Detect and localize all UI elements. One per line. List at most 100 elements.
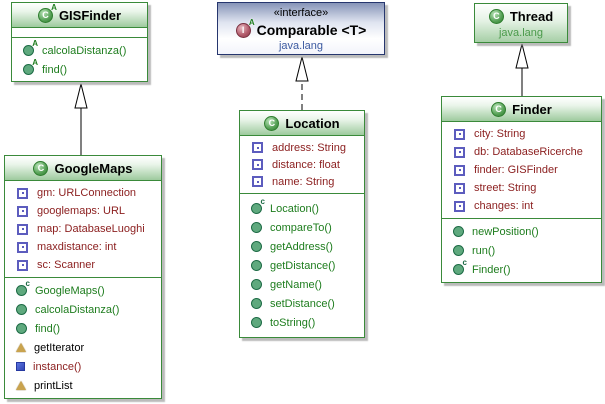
method-icon: [251, 317, 262, 328]
method-icon: [251, 279, 262, 290]
abstract-superscript: A: [51, 2, 57, 12]
field-row[interactable]: sc: Scanner: [5, 256, 161, 274]
class-icon: C: [33, 160, 49, 176]
field-icon: [252, 176, 263, 187]
method-label: find(): [35, 322, 61, 335]
field-row[interactable]: address: String: [240, 139, 364, 156]
member-label: printList: [34, 379, 73, 392]
interface-title: Comparable <T>: [256, 22, 367, 38]
class-title: GoogleMaps: [54, 160, 133, 176]
method-label: Finder(): [472, 263, 511, 276]
class-title: GISFinder: [58, 7, 122, 23]
method-row[interactable]: getIterator: [5, 338, 161, 357]
square-member-icon: [16, 362, 25, 371]
edge-location-implements-comparable: [295, 56, 309, 110]
method-row[interactable]: getAddress(): [240, 237, 364, 256]
interface-node-comparable[interactable]: «interface» I A Comparable <T> java.lang: [217, 2, 385, 55]
fields-compartment-empty: [12, 28, 147, 38]
method-row[interactable]: toString(): [240, 313, 364, 332]
method-label: calcolaDistanza(): [35, 303, 120, 316]
field-row[interactable]: street: String: [442, 179, 601, 197]
class-node-gisfinder[interactable]: C A GISFinder A calcolaDistanza() A find…: [11, 2, 148, 82]
abstract-superscript: A: [248, 17, 255, 27]
package-label: java.lang: [498, 27, 544, 39]
method-row[interactable]: calcolaDistanza(): [5, 300, 161, 319]
field-row[interactable]: gm: URLConnection: [5, 184, 161, 202]
field-icon: [17, 223, 28, 235]
class-node-finder[interactable]: C Finder city: String db: DatabaseRicerc…: [441, 96, 602, 283]
field-row[interactable]: finder: GISFinder: [442, 161, 601, 179]
method-row[interactable]: getName(): [240, 275, 364, 294]
triangle-member-icon: [16, 343, 26, 352]
fields-compartment: address: String distance: float name: St…: [240, 136, 364, 194]
triangle-member-icon: [16, 381, 26, 390]
field-label: gm: URLConnection: [37, 187, 137, 199]
class-icon-glyph: C: [42, 9, 49, 20]
method-label: Location(): [270, 202, 319, 215]
field-row[interactable]: maxdistance: int: [5, 238, 161, 256]
field-label: finder: GISFinder: [474, 164, 558, 176]
class-node-thread[interactable]: C Thread java.lang: [474, 3, 568, 43]
method-label: GoogleMaps(): [35, 284, 105, 297]
method-label: newPosition(): [472, 225, 539, 238]
field-icon: [454, 182, 465, 194]
method-row[interactable]: setDistance(): [240, 294, 364, 313]
method-label: getName(): [270, 278, 322, 291]
method-icon: [251, 260, 262, 271]
field-row[interactable]: city: String: [442, 125, 601, 143]
field-row[interactable]: distance: float: [240, 156, 364, 173]
method-row[interactable]: c Finder(): [442, 258, 601, 279]
class-header-gisfinder: C A GISFinder: [12, 3, 147, 28]
method-row[interactable]: A find(): [12, 58, 147, 79]
method-row[interactable]: run(): [442, 241, 601, 260]
method-label: getDistance(): [270, 259, 336, 272]
method-row[interactable]: c GoogleMaps(): [5, 279, 161, 300]
field-row[interactable]: googlemaps: URL: [5, 202, 161, 220]
field-row[interactable]: db: DatabaseRicerche: [442, 143, 601, 161]
class-node-googlemaps[interactable]: C GoogleMaps gm: URLConnection googlemap…: [4, 155, 162, 399]
constructor-superscript: c: [260, 197, 265, 206]
methods-compartment: newPosition() run() c Finder(): [442, 219, 601, 282]
package-label: java.lang: [278, 39, 324, 52]
method-row[interactable]: instance(): [5, 357, 161, 376]
field-icon: [17, 241, 28, 253]
method-label: calcolaDistanza(): [42, 44, 127, 57]
field-label: googlemaps: URL: [37, 205, 126, 217]
method-row[interactable]: printList: [5, 376, 161, 395]
abstract-superscript: A: [32, 58, 38, 67]
field-label: map: DatabaseLuoghi: [37, 223, 145, 235]
method-icon: [251, 298, 262, 309]
field-icon: [454, 146, 465, 158]
abstract-method-icon: A: [23, 39, 38, 56]
method-label: toString(): [270, 316, 316, 329]
method-row[interactable]: getDistance(): [240, 256, 364, 275]
class-icon-glyph: C: [495, 103, 502, 114]
method-row[interactable]: find(): [5, 319, 161, 338]
class-node-location[interactable]: C Location address: String distance: flo…: [239, 110, 365, 338]
edge-googlemaps-extends-gisfinder: [74, 83, 88, 155]
class-header-thread: C Thread: [475, 4, 567, 27]
methods-compartment: c Location() compareTo() getAddress() ge…: [240, 194, 364, 337]
method-label: setDistance(): [270, 297, 335, 310]
field-row[interactable]: map: DatabaseLuoghi: [5, 220, 161, 238]
field-row[interactable]: name: String: [240, 173, 364, 190]
method-row[interactable]: newPosition(): [442, 222, 601, 241]
class-header-finder: C Finder: [442, 97, 601, 122]
constructor-superscript: c: [462, 258, 467, 267]
method-row[interactable]: compareTo(): [240, 218, 364, 237]
class-icon-glyph: C: [37, 162, 45, 173]
field-row[interactable]: changes: int: [442, 197, 601, 215]
class-header-location: C Location: [240, 111, 364, 136]
method-row[interactable]: c Location(): [240, 197, 364, 218]
method-icon: [251, 222, 262, 233]
field-label: db: DatabaseRicerche: [474, 146, 583, 158]
method-row[interactable]: A calcolaDistanza(): [12, 39, 147, 60]
interface-icon-glyph: I: [241, 24, 245, 35]
class-icon-glyph: C: [268, 117, 276, 128]
method-icon: [453, 245, 464, 256]
methods-compartment: c GoogleMaps() calcolaDistanza() find() …: [5, 278, 161, 398]
field-label: address: String: [272, 141, 346, 154]
class-icon: C: [491, 101, 507, 117]
class-title: Finder: [512, 101, 552, 117]
